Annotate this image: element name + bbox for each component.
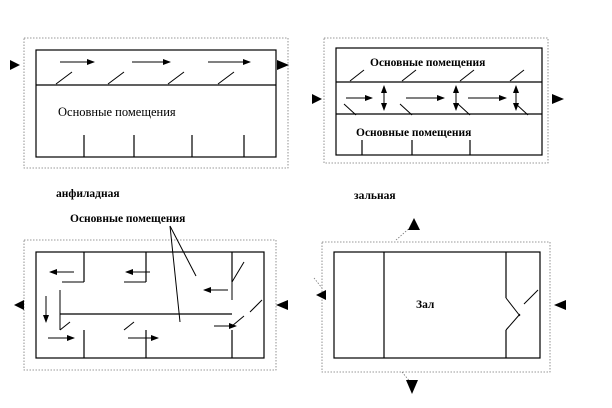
rooms-label-bottom-left: Основные помещения: [70, 213, 185, 225]
exit-arrow-icon: [552, 94, 564, 104]
exit-arrow-icon: [277, 60, 289, 70]
rooms-label-lower: Основные помещения: [356, 127, 471, 139]
building-outline: [333, 251, 541, 359]
exit-arrow-down-icon: [406, 380, 418, 394]
exit-arrow-icon: [276, 300, 288, 310]
entry-arrow-icon: [14, 300, 24, 310]
rooms-label: Основные помещения: [58, 105, 176, 119]
entry-arrow-icon: [10, 60, 20, 70]
outer-boundary: [23, 37, 289, 169]
building-outline: [335, 47, 543, 156]
scheme-top-right: Основные помещения Основные помещения: [312, 37, 564, 164]
entry-arrow-icon: [312, 94, 322, 104]
scheme-top-left: Основные помещения: [10, 37, 289, 169]
rooms-label-upper: Основные помещения: [370, 57, 485, 69]
hall-caption: зальная: [354, 190, 396, 202]
entry-arrow-icon: [316, 290, 326, 300]
entry-arrow-right-icon: [554, 300, 566, 310]
hall-label: Зал: [416, 299, 435, 311]
enfilade-caption: анфиладная: [56, 188, 120, 200]
scheme-bottom-left: [14, 225, 288, 371]
scheme-bottom-right: Зал: [313, 218, 566, 394]
exit-arrow-up-icon: [408, 218, 420, 230]
building-outline: [35, 251, 265, 359]
outer-boundary: [323, 37, 549, 164]
outer-boundary: [23, 239, 277, 371]
building-outline: [35, 49, 277, 158]
outer-boundary: [321, 241, 551, 373]
